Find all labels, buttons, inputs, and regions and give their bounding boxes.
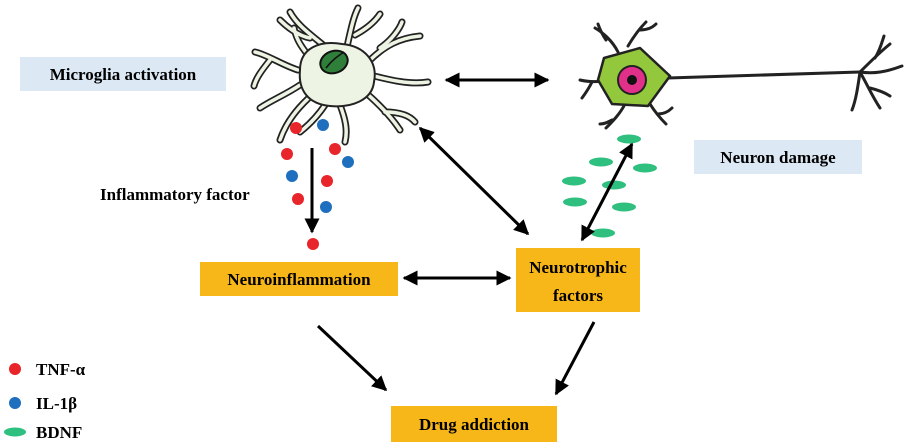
svg-text:Neuron damage: Neuron damage: [720, 148, 836, 167]
microglia-cell-icon: [250, 4, 432, 146]
tnf-dot: [329, 143, 341, 155]
legend: TNF-α IL-1β BDNF: [4, 360, 86, 442]
il1b-dot: [317, 119, 329, 131]
bdnf-ellipse: [602, 180, 626, 190]
arrow-neurotrophic-addiction: [554, 321, 596, 396]
legend-item-il1b: IL-1β: [9, 394, 77, 413]
bdnf-ellipse: [591, 228, 615, 238]
bdnf-ellipse-icon: [4, 427, 26, 437]
arrow-neuroinflammation-addiction: [316, 324, 388, 392]
microglia-activation-label: Microglia activation: [20, 57, 226, 91]
bdnf-ellipse: [612, 202, 636, 212]
svg-text:Microglia activation: Microglia activation: [50, 65, 197, 84]
il1b-dot: [342, 156, 354, 168]
neuron-cell-icon: [578, 20, 904, 130]
bdnf-ellipse: [617, 134, 641, 144]
arrow-neurotrophic-neuron: [580, 142, 634, 242]
neuroinflammation-box: Neuroinflammation: [200, 262, 398, 296]
svg-text:TNF-α: TNF-α: [36, 360, 86, 379]
legend-item-tnf: TNF-α: [9, 360, 86, 379]
tnf-dot: [321, 175, 333, 187]
tnf-dot: [307, 238, 319, 250]
cytokine-dots: [281, 119, 354, 250]
legend-item-bdnf: BDNF: [4, 423, 82, 442]
tnf-dot: [290, 122, 302, 134]
drug-addiction-box: Drug addiction: [391, 406, 557, 442]
svg-text:IL-1β: IL-1β: [36, 394, 77, 413]
tnf-dot-icon: [9, 363, 21, 375]
svg-text:Drug addiction: Drug addiction: [419, 415, 530, 434]
svg-text:Neurotrophic: Neurotrophic: [529, 258, 627, 277]
svg-text:Neuroinflammation: Neuroinflammation: [227, 270, 371, 289]
inflammatory-factor-label: Inflammatory factor: [100, 185, 250, 204]
tnf-dot: [281, 148, 293, 160]
il1b-dot-icon: [9, 397, 21, 409]
bdnf-ellipse: [633, 163, 657, 173]
svg-text:BDNF: BDNF: [36, 423, 82, 442]
bdnf-ellipse: [563, 197, 587, 207]
il1b-dot: [286, 170, 298, 182]
svg-text:factors: factors: [553, 286, 603, 305]
bdnf-ellipse: [562, 176, 586, 186]
arrow-microglia-neurotrophic: [418, 126, 530, 236]
neurotrophic-factors-box: Neurotrophic factors: [516, 248, 640, 312]
tnf-dot: [292, 193, 304, 205]
bdnf-ellipse: [589, 157, 613, 167]
neuron-damage-label: Neuron damage: [694, 140, 862, 174]
il1b-dot: [320, 201, 332, 213]
